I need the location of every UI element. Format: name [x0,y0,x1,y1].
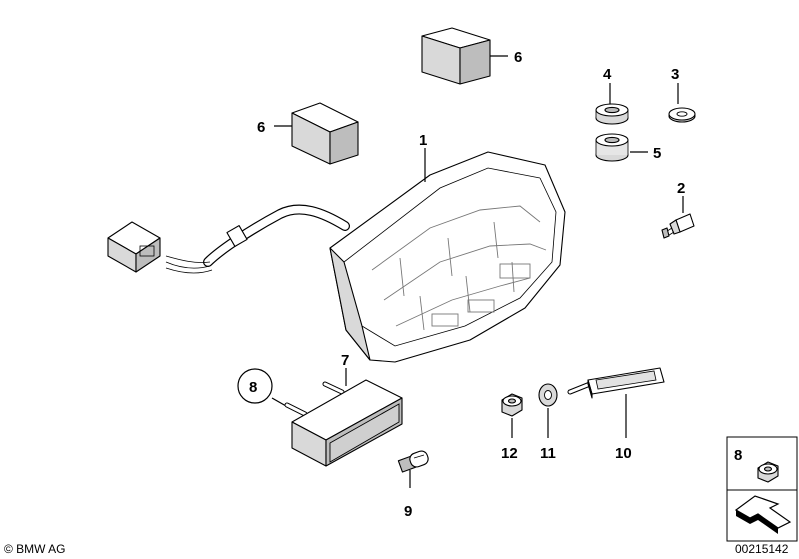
legend-box: 8 [726,436,798,542]
callout-9: 9 [404,503,412,520]
screw-2 [661,213,695,239]
tail-light-assembly [107,151,566,363]
foam-block-left [291,102,359,165]
drawing-number: 00215142 [735,542,789,556]
callout-2: 2 [677,180,685,197]
legend-nut-icon [757,461,779,483]
reflector-plate [567,367,665,399]
callout-1: 1 [419,132,427,149]
callout-6-left: 6 [257,119,265,136]
callout-5: 5 [653,145,661,162]
legend-callout-8: 8 [734,447,742,464]
copyright: © BMW AG [4,542,66,556]
callout-8: 8 [249,379,257,396]
washer-3 [668,107,696,123]
bushing [595,133,629,162]
arrow-icon [734,495,792,534]
callout-7: 7 [341,352,349,369]
callout-11: 11 [540,445,556,462]
washer-11 [538,383,558,407]
license-plate-light [284,379,403,467]
callout-6-top: 6 [514,49,522,66]
callout-10: 10 [615,445,632,462]
grommet [595,103,629,125]
callout-12: 12 [501,445,518,462]
callout-4: 4 [603,66,612,83]
callout-3: 3 [671,66,679,83]
foam-block-top [421,27,491,85]
callout-8-circle [237,368,273,404]
nut [501,393,523,417]
bulb [397,450,429,473]
